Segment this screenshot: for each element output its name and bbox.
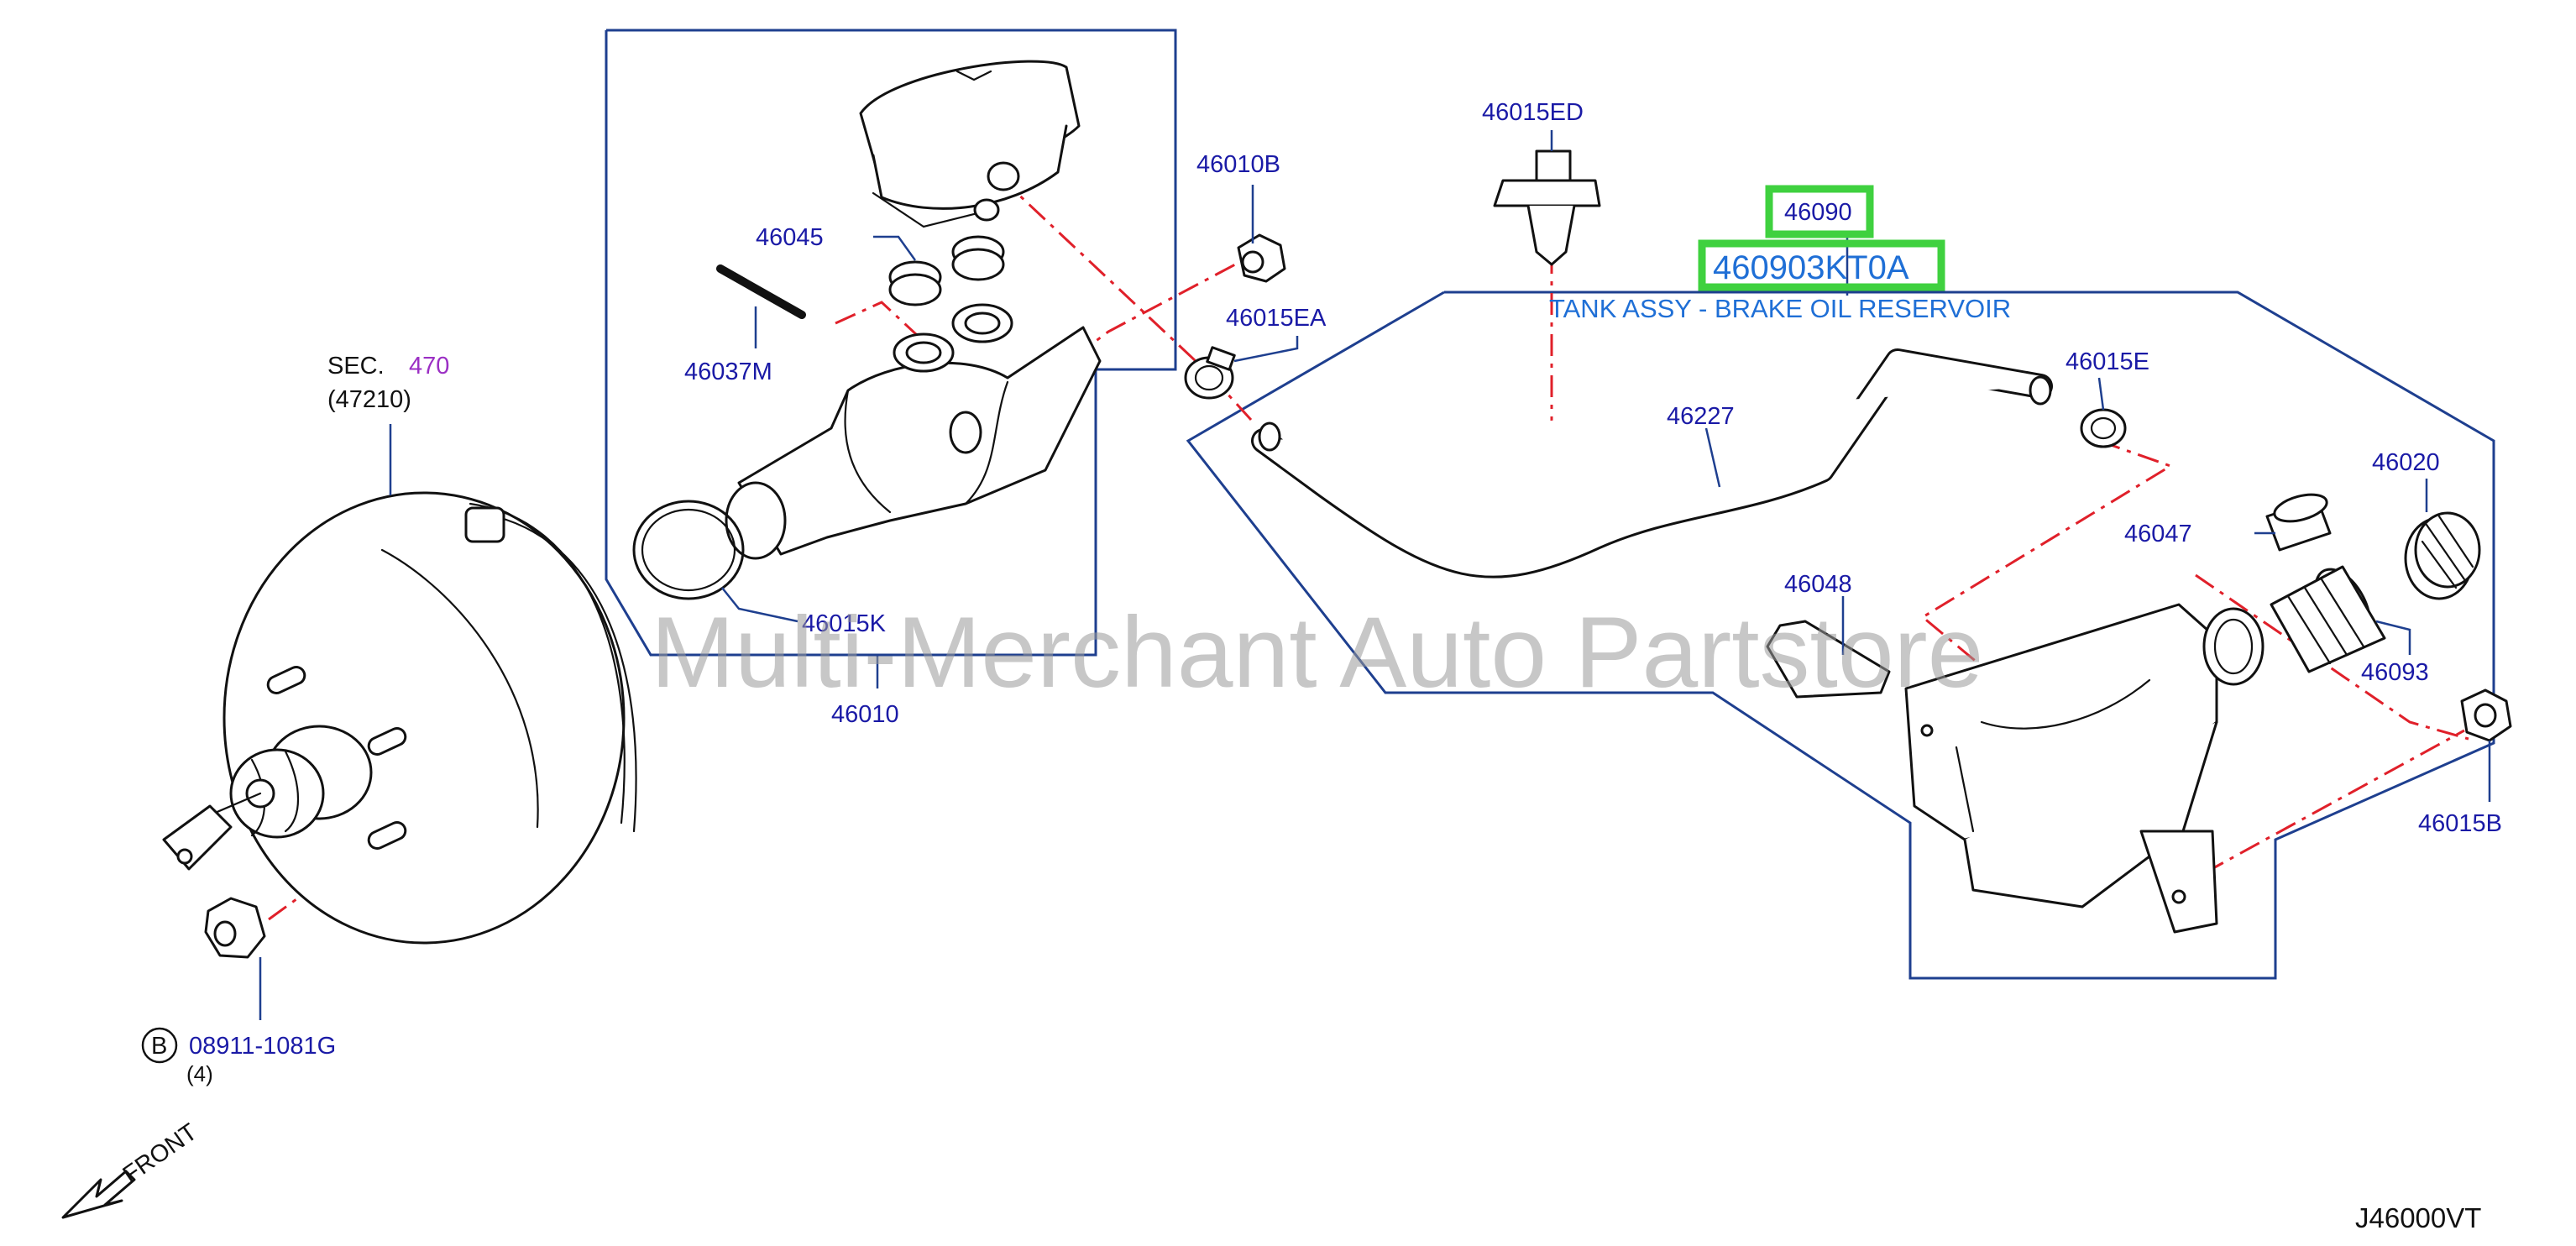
highlight-box-46090 (1765, 185, 1874, 238)
label-46020[interactable]: 46020 (2372, 449, 2440, 476)
label-46093[interactable]: 46093 (2361, 659, 2429, 686)
label-sec-sub: (47210) (327, 386, 411, 413)
reservoir-tank (1904, 603, 2264, 934)
label-46010[interactable]: 46010 (831, 701, 899, 728)
nut-46010B (1237, 233, 1286, 283)
label-46015ED[interactable]: 46015ED (1482, 99, 1584, 126)
centerline-tank (1920, 439, 2174, 682)
front-arrow-icon (61, 1170, 136, 1219)
leader-46015E (2097, 377, 2105, 411)
bolt-circle-marker (141, 1027, 178, 1064)
label-46015E[interactable]: 46015E (2066, 348, 2149, 375)
leader-46015K (721, 587, 798, 623)
leader-46227 (1704, 427, 1721, 488)
clamp-46015EA (1184, 346, 1236, 400)
master-cylinder (632, 60, 1102, 600)
label-46015B[interactable]: 46015B (2418, 810, 2502, 837)
label-46048[interactable]: 46048 (1784, 571, 1852, 598)
clip-46015ED (1493, 149, 1601, 266)
filter-46093 (2270, 565, 2386, 673)
pad-46048 (1766, 620, 1891, 699)
centerline-mount (2203, 729, 2465, 875)
brake-booster (162, 491, 637, 959)
label-sec-num: 470 (409, 353, 449, 380)
diagram-code: J46000VT (2355, 1202, 2481, 1233)
label-part-number[interactable]: 460903KT0A (1713, 249, 1909, 286)
label-08911-1081G[interactable]: 08911-1081G (189, 1033, 336, 1060)
watermark: Multi-Merchant Auto Partstore (651, 596, 1983, 709)
leader-46015EA (1233, 336, 1299, 363)
label-46090[interactable]: 46090 (1784, 199, 1852, 226)
label-46015EA[interactable]: 46015EA (1226, 305, 1327, 332)
label-46227[interactable]: 46227 (1667, 403, 1735, 430)
centerline-grommets (835, 301, 942, 359)
label-46045[interactable]: 46045 (756, 224, 824, 251)
master-cylinder-frame (605, 29, 1177, 657)
leader-46093 (2375, 620, 2411, 655)
clamp-46015E (2080, 408, 2127, 448)
label-part-description: TANK ASSY - BRAKE OIL RESERVOIR (1549, 294, 2011, 323)
label-46037M[interactable]: 46037M (684, 359, 772, 385)
label-46010B[interactable]: 46010B (1196, 151, 1280, 178)
reservoir-frame (1186, 291, 2495, 980)
label-bolt-qty: (4) (186, 1061, 213, 1086)
label-46047[interactable]: 46047 (2124, 521, 2192, 547)
leader-46045 (873, 235, 917, 261)
label-sec: SEC. (327, 353, 385, 380)
hose-46227 (1251, 348, 2053, 578)
nut-46015B (2460, 688, 2512, 742)
centerline-filter (2195, 573, 2469, 741)
label-front: FRONT (118, 1118, 202, 1189)
cap-46020 (2404, 511, 2481, 600)
bolt-circle-letter: B (151, 1033, 167, 1060)
highlight-box-part-number (1698, 239, 1945, 291)
strainer-46047 (2265, 493, 2332, 552)
label-46015K[interactable]: 46015K (802, 610, 887, 637)
